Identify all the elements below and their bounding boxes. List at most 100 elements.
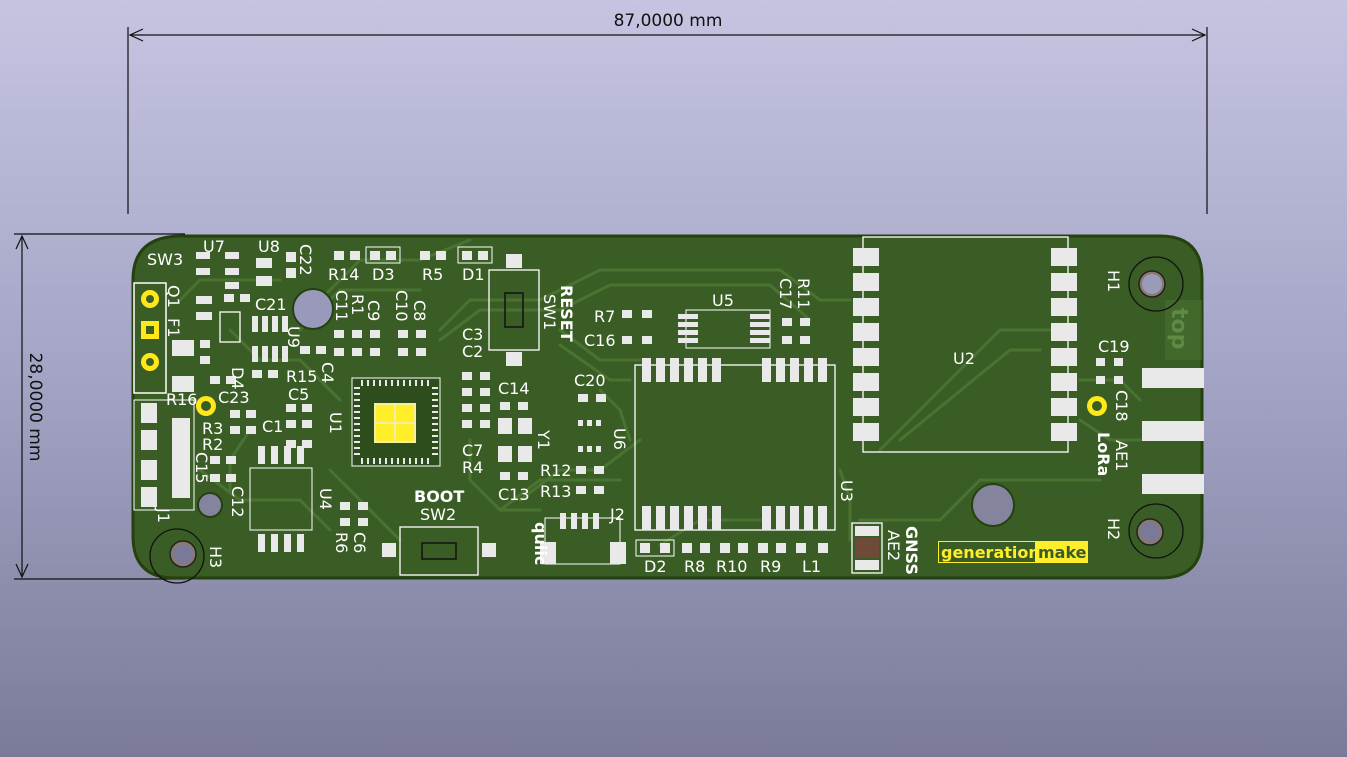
- dimension-width: [127, 27, 1208, 214]
- label-l1: L1: [802, 557, 821, 576]
- sw2-boot-button: [382, 526, 496, 576]
- label-sw2: SW2: [420, 505, 456, 524]
- label-c3: C3: [462, 325, 483, 344]
- label-c9: C9: [364, 300, 383, 321]
- label-boot: BOOT: [414, 487, 464, 506]
- label-r14: R14: [328, 265, 359, 284]
- label-r5: R5: [422, 265, 443, 284]
- sw3-switch: [133, 282, 167, 394]
- label-r9: R9: [760, 557, 781, 576]
- label-r11: R11: [794, 278, 813, 309]
- logo-text-generation: generation: [941, 543, 1040, 562]
- yellow-vias: [196, 396, 1107, 416]
- label-top: top: [1166, 308, 1191, 349]
- label-u3: U3: [837, 480, 856, 502]
- mounting-hole-h3: [149, 528, 205, 584]
- ae1-lora-antenna-pads: [1142, 368, 1204, 494]
- label-c12: C12: [228, 486, 247, 518]
- label-c18: C18: [1112, 390, 1131, 422]
- u5-chip: [678, 309, 771, 349]
- label-c16: C16: [584, 331, 616, 350]
- label-c17: C17: [776, 278, 795, 310]
- label-c5: C5: [288, 385, 309, 404]
- width-dimension-label: 87,0000 mm: [614, 11, 723, 31]
- u6-chip: [578, 420, 601, 452]
- label-c19: C19: [1098, 337, 1130, 356]
- silkscreen-labels: U7 U8 C22 SW3 R14 D3 R5 D1 Q1 F1 C21 U9 …: [147, 237, 1191, 576]
- label-reset: RESET: [557, 285, 576, 342]
- label-c13: C13: [498, 485, 530, 504]
- label-q1: Q1: [164, 285, 183, 308]
- label-c6: C6: [350, 532, 369, 553]
- smd-pads-r6-c6: [340, 502, 368, 526]
- label-u2: U2: [953, 349, 975, 368]
- label-r15: R15: [286, 367, 317, 386]
- label-u9: U9: [284, 326, 303, 348]
- label-r8: R8: [684, 557, 705, 576]
- smd-pads-lora-side: [1096, 358, 1123, 384]
- label-c10: C10: [392, 290, 411, 322]
- label-u8: U8: [258, 237, 280, 256]
- label-sw3: SW3: [147, 250, 183, 269]
- label-gnss: GNSS: [902, 526, 921, 575]
- label-u5: U5: [712, 291, 734, 310]
- label-d2: D2: [644, 557, 667, 576]
- j2-quiic-connector: [540, 513, 626, 565]
- label-r16: R16: [166, 390, 197, 409]
- label-c4: C4: [318, 362, 337, 383]
- label-c8: C8: [410, 300, 429, 321]
- label-r10: R10: [716, 557, 747, 576]
- generationmake-logo: generation make: [938, 541, 1088, 563]
- label-ae2: AE2: [884, 530, 903, 561]
- label-c20: C20: [574, 371, 606, 390]
- label-r13: R13: [540, 482, 571, 501]
- pcb-board: [131, 234, 1204, 580]
- mounting-hole-h1: [1128, 256, 1184, 312]
- mounting-hole-h2: [1128, 503, 1184, 559]
- smd-pads-caps-top: [334, 246, 493, 356]
- label-j1: J1: [154, 507, 173, 523]
- label-f1: F1: [164, 318, 183, 337]
- label-c23: C23: [218, 388, 250, 407]
- label-u6: U6: [610, 428, 629, 450]
- label-c14: C14: [498, 379, 530, 398]
- ae2-gnss-antenna: [851, 522, 883, 574]
- label-u7: U7: [203, 237, 225, 256]
- dimension-height: [14, 233, 185, 580]
- label-u4: U4: [316, 488, 335, 510]
- label-c15: C15: [192, 452, 211, 484]
- label-d4: D4: [228, 367, 247, 390]
- label-c2: C2: [462, 342, 483, 361]
- label-lora: LoRa: [1094, 432, 1113, 476]
- label-u1: U1: [326, 412, 345, 434]
- label-r7: R7: [594, 307, 615, 326]
- sw1-reset-button: [488, 254, 540, 366]
- label-h1: H1: [1104, 270, 1123, 292]
- label-sw1: SW1: [540, 294, 559, 330]
- label-r4: R4: [462, 458, 483, 477]
- u3-module: [634, 358, 836, 531]
- smd-pads-middle: [462, 310, 810, 494]
- label-c22: C22: [296, 244, 315, 276]
- label-quiic: quiic: [531, 522, 550, 565]
- copper-traces: [178, 238, 1142, 547]
- label-h2: H2: [1104, 518, 1123, 540]
- label-y1: Y1: [534, 429, 553, 450]
- label-j2: J2: [609, 505, 625, 524]
- height-dimension-label: 28,0000 mm: [25, 353, 45, 462]
- smd-pads-bottom-row: [635, 539, 828, 557]
- smd-pads-left: [172, 252, 326, 482]
- label-d3: D3: [372, 265, 395, 284]
- label-h3: H3: [206, 546, 225, 568]
- label-r2: R2: [202, 435, 223, 454]
- label-d1: D1: [462, 265, 485, 284]
- label-c21: C21: [255, 295, 287, 314]
- j1-connector: [133, 399, 195, 511]
- logo-text-make: make: [1038, 543, 1087, 562]
- board-hole-2: [971, 483, 1015, 527]
- u1-mcu-chip: [351, 377, 441, 467]
- label-r12: R12: [540, 461, 571, 480]
- u2-lora-module: [853, 236, 1077, 453]
- label-ae1: AE1: [1112, 440, 1131, 471]
